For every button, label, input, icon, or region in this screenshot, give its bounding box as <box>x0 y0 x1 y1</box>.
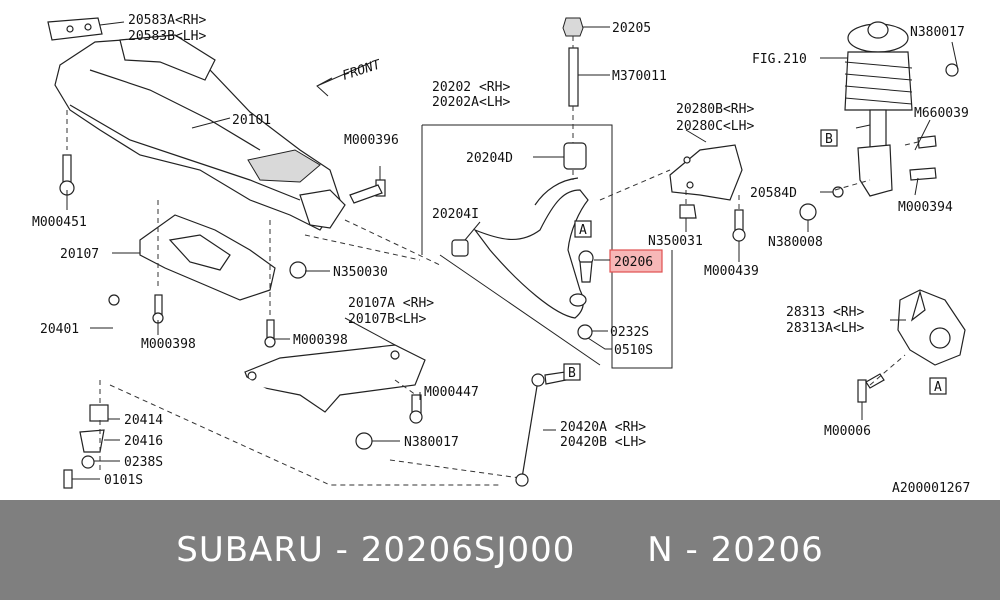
label-20107: 20107 <box>60 247 99 262</box>
brand-name: SUBARU <box>176 530 324 570</box>
label-m000398-b: M000398 <box>293 333 348 348</box>
ref-b-2: B <box>825 132 833 147</box>
reference-boxes <box>563 129 947 395</box>
label-n380008: N380008 <box>768 235 823 250</box>
label-n380017-b: N380017 <box>910 25 965 40</box>
label-20420a: 20420A <RH> <box>560 420 646 435</box>
label-0232s: 0232S <box>610 325 649 340</box>
knuckle-drawing <box>857 289 966 403</box>
label-m660039: M660039 <box>914 106 969 121</box>
support-front-drawing <box>244 344 426 413</box>
label-0238s: 0238S <box>124 455 163 470</box>
label-20202a: 20202A<LH> <box>432 95 510 110</box>
bolt-stack-drawing <box>562 17 584 180</box>
label-20107b: 20107B<LH> <box>348 312 426 327</box>
label-n350031: N350031 <box>648 234 703 249</box>
strut-drawing <box>799 21 959 221</box>
stabilizer-link-drawing <box>515 371 567 487</box>
crossmember-drawing <box>47 17 346 231</box>
left-fasteners <box>59 154 423 489</box>
highlight-box <box>609 249 663 273</box>
label-20280b: 20280B<RH> <box>676 102 754 117</box>
label-m000394: M000394 <box>898 200 953 215</box>
lower-arm-drawing <box>451 142 594 340</box>
left-dashed-lines <box>66 110 521 486</box>
position-code: N <box>647 530 674 570</box>
footer-caption: SUBARU - 20206SJ000 N - 20206 <box>176 530 823 570</box>
label-20206-highlighted: 20206 <box>614 255 653 270</box>
label-20205: 20205 <box>612 21 651 36</box>
label-m00006: M00006 <box>824 424 871 439</box>
bracket-drawing <box>599 144 746 242</box>
stabilizer-drawing <box>108 294 391 465</box>
label-20414: 20414 <box>124 413 163 428</box>
part-number: 20206SJ000 <box>360 530 576 570</box>
label-0101s: 0101S <box>104 473 143 488</box>
label-fig210: FIG.210 <box>752 52 807 67</box>
label-20416: 20416 <box>124 434 163 449</box>
support-plate-drawing <box>139 214 276 301</box>
label-28313: 28313 <RH> <box>786 305 864 320</box>
label-m000451: M000451 <box>32 215 87 230</box>
footer-dash-1: - <box>335 530 349 570</box>
label-20107a: 20107A <RH> <box>348 296 434 311</box>
label-20280c: 20280C<LH> <box>676 119 754 134</box>
reference-number: 20206 <box>710 530 824 570</box>
footer-dash-2: - <box>685 530 699 570</box>
leader-lines <box>66 21 959 480</box>
label-20101: 20101 <box>232 113 271 128</box>
ref-a-2: A <box>934 380 942 395</box>
label-20583a: 20583A<RH> <box>128 13 206 28</box>
label-20583b: 20583B<LH> <box>128 29 206 44</box>
label-20420b: 20420B <LH> <box>560 435 646 450</box>
label-m000398-a: M000398 <box>141 337 196 352</box>
label-20584d: 20584D <box>750 186 797 201</box>
label-28313a: 28313A<LH> <box>786 321 864 336</box>
label-m000439: M000439 <box>704 264 759 279</box>
lower-arm-box <box>421 124 673 369</box>
label-m000447: M000447 <box>424 385 479 400</box>
label-0510s: 0510S <box>614 343 653 358</box>
drawing-code: A200001267 <box>892 481 970 496</box>
front-arrow <box>316 61 373 97</box>
label-20202: 20202 <RH> <box>432 80 510 95</box>
label-n350030: N350030 <box>333 265 388 280</box>
footer-banner: SUBARU - 20206SJ000 N - 20206 <box>0 500 1000 600</box>
label-front: FRONT <box>341 57 384 84</box>
ref-a-1: A <box>579 223 587 238</box>
label-m370011: M370011 <box>612 69 667 84</box>
label-20204i: 20204I <box>432 207 479 222</box>
label-20401: 20401 <box>40 322 79 337</box>
label-m000396: M000396 <box>344 133 399 148</box>
ref-b-1: B <box>568 366 576 381</box>
label-20204d: 20204D <box>466 151 513 166</box>
label-n380017-a: N380017 <box>404 435 459 450</box>
parts-diagram: 20583A<RH> 20583B<LH> FRONT 20101 M00039… <box>32 13 970 496</box>
